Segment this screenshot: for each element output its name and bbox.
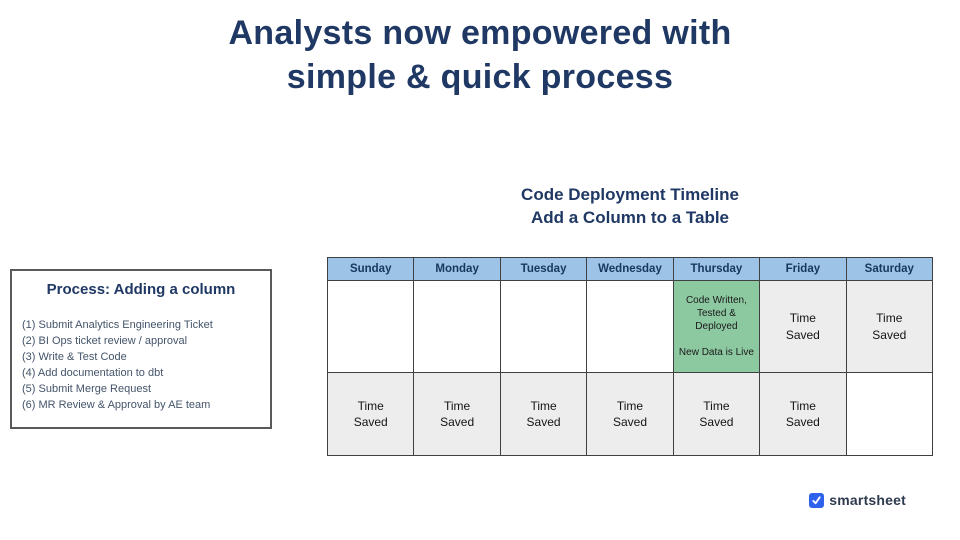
time-saved-label: Time Saved [526, 398, 561, 429]
process-step: (2) BI Ops ticket review / approval [22, 334, 188, 347]
table-cell-empty [846, 373, 933, 456]
table-cell-time-saved: Time Saved [760, 373, 847, 456]
time-saved-label: Time Saved [612, 398, 647, 429]
process-step: (1) Submit Analytics Engineering Ticket [22, 319, 213, 331]
table-cell-empty [328, 281, 415, 373]
day-header-wednesday: Wednesday [587, 258, 674, 281]
smartsheet-logo-icon [809, 492, 825, 508]
day-header-friday: Friday [760, 258, 847, 281]
table-cell-time-saved: Time Saved [587, 373, 674, 456]
table-cell-time-saved: Time Saved [846, 281, 933, 373]
timeline-heading-line2: Add a Column to a Table [530, 207, 730, 227]
brand-footer: smartsheet [809, 492, 906, 508]
day-header-tuesday: Tuesday [500, 258, 588, 281]
time-saved-label: Time Saved [699, 398, 734, 429]
table-cell-empty [587, 281, 674, 373]
time-saved-label: Time Saved [785, 311, 820, 342]
slide-title-line2: simple & quick process [286, 57, 674, 96]
day-header-sunday: Sunday [328, 258, 415, 281]
process-step: (4) Add documentation to dbt [22, 366, 164, 379]
day-header-saturday: Saturday [846, 258, 933, 281]
process-box-heading: Process: Adding a column [46, 281, 236, 298]
process-step: (5) Submit Merge Request [22, 382, 151, 395]
code-deployment-calendar: Sunday Monday Tuesday Wednesday Thursday… [327, 257, 933, 456]
slide-title-line1: Analysts now empowered with [228, 14, 732, 52]
day-header-thursday: Thursday [673, 258, 761, 281]
table-cell-deploy: Code Written, Tested & Deployed New Data… [673, 281, 761, 373]
table-cell-time-saved: Time Saved [673, 373, 761, 456]
timeline-heading: Code Deployment Timeline Add a Column to… [327, 184, 933, 230]
time-saved-label: Time Saved [440, 398, 475, 429]
process-steps-list: (1) Submit Analytics Engineering Ticket … [12, 318, 270, 414]
timeline-heading-line1: Code Deployment Timeline [521, 185, 739, 204]
process-step: (3) Write & Test Code [22, 350, 127, 363]
table-cell-empty [500, 281, 588, 373]
table-cell-time-saved: Time Saved [760, 281, 847, 373]
time-saved-label: Time Saved [872, 311, 907, 342]
time-saved-label: Time Saved [353, 398, 388, 429]
table-cell-time-saved: Time Saved [328, 373, 415, 456]
table-cell-empty [414, 281, 501, 373]
process-box: Process: Adding a column (1) Submit Anal… [10, 269, 272, 429]
table-cell-time-saved: Time Saved [414, 373, 501, 456]
time-saved-label: Time Saved [785, 398, 820, 429]
table-cell-time-saved: Time Saved [500, 373, 588, 456]
day-header-monday: Monday [414, 258, 501, 281]
process-step: (6) MR Review & Approval by AE team [22, 398, 211, 411]
slide-title: Analysts now empowered with simple & qui… [0, 12, 960, 99]
brand-wordmark: smartsheet [829, 492, 906, 508]
